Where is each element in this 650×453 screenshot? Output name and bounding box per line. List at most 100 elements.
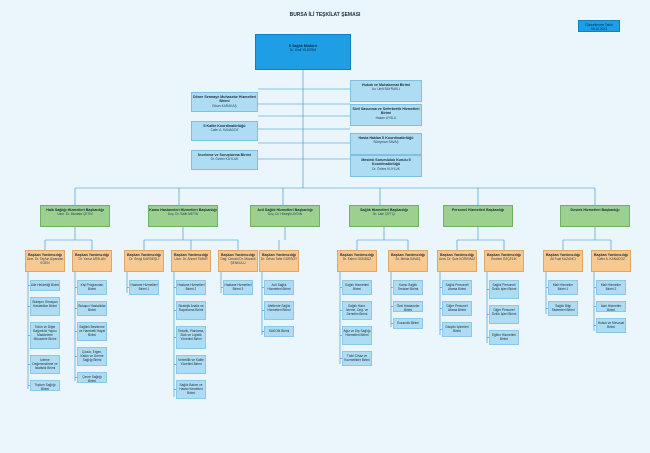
deputy-box-title: Başkan Yardımcılığı [221,253,255,257]
unit-label: Toplum Sağlığı Birimi [34,382,56,391]
staff-unit-right-name: Süleyman SAVAŞ [373,140,399,145]
unit-label: Hastane Hizmetleri Birimi 2 [177,282,205,291]
unit-label: Bulaşıcı Olmayan Hastalıklar Birimi [32,299,58,308]
department-box-title: Personel Hizmetleri Başkanlığı [451,208,505,212]
deputy-box-name: Dr. Sevgi KARDEŞLİ [129,257,159,262]
department-box-name: Dr. Lale ÇİFTÇİ [372,212,396,217]
deputy-box-title: Başkan Yardımcılığı [28,253,62,257]
staff-unit-right-title: Hasta Hakları İl Koordinatörlüğü [358,136,414,140]
unit-box: Ağız ve Diş Sağlığı Hizmetleri Birimi [342,326,372,345]
unit-label: Sağlık Hizm. İzleme, Değ. ve Denetim Bir… [345,303,369,316]
department-box-title: Acil Sağlık Hizmetleri Başkanlığı [257,208,313,212]
unit-box: Diğer Personel Özlük İşleri Birimi [489,305,519,324]
deputy-box-title: Başkan Yardımcılığı [262,253,296,257]
unit-label: Tıbbi Cihaz ve Kozmetikler Birimi [344,353,370,362]
unit-label: Ağız ve Diş Sağlığı Hizmetleri Birimi [343,328,371,337]
unit-box: Sağlık Hizmetleri Birimi [342,280,372,295]
unit-label: Mali Hizmetler Birimi 2 [600,282,622,291]
unit-label: Diğer Personel Özlük İşleri Birimi [491,307,517,316]
director-title: İl Sağlık Müdürü [289,44,317,48]
staff-unit-right: Sivil Savunma ve Seferberlik Hizmetleri … [350,104,422,126]
department-box-title: Destek Hizmetleri Başkanlığı [570,208,620,212]
unit-box: Bulaşıcı Olmayan Hastalıklar Birimi [30,297,60,316]
deputy-box-name: Cafer A. KANADOZ [597,257,625,262]
unit-box: Çevre Sağlığı Birimi [77,372,107,383]
deputy-box-title: Başkan Yardımcılığı [174,253,208,257]
deputy-box-title: Başkan Yardımcılığı [340,253,374,257]
unit-label: Kamu Sağlık Tesisleri Birimi [397,282,419,291]
unit-label: Hastane Hizmetleri Birimi 1 [130,282,158,291]
unit-label: Sağlık Bilgi Sistemleri Birimi [551,303,575,312]
deputy-box-title: Başkan Yardımcılığı [127,253,161,257]
update-badge: Güncellenme Tarihi 09.10.2023 [578,20,620,32]
update-date: 09.10.2023 [591,26,607,31]
unit-box: Tütün ve Diğer Bağımlılık Yapıcı Maddele… [30,322,60,349]
unit-box: Sağlık Bakım ve Hasta Hizmetleri Birimi [176,380,206,399]
unit-label: Mali Hizmetler Birimi 1 [552,282,574,291]
deputy-box-name: Ali Fuat KAZANCI [550,257,576,262]
unit-label: Diğer Personel Atama Birimi [446,303,468,312]
deputy-box-name: Uzm. Dr. Şule KORKMAZ [438,257,476,262]
department-box-title: Halk Sağlığı Hizmetleri Başkanlığı [46,208,104,212]
unit-box: Sağlık Personeli Özlük İşleri Birimi [489,280,519,299]
unit-label: Çocuk, Ergen, Kadın ve Üreme Sağlığı Bir… [80,349,104,362]
unit-box: SAKOM Birimi [264,326,294,337]
department-box: Personel Hizmetleri Başkanlığı [443,205,513,227]
deputy-box-name: Dr. Melda SAVAŞ [395,257,421,262]
unit-label: Eğitim Hizmetleri Birimi [492,332,516,341]
unit-box: Disiplin İşlemleri Birimi [442,322,472,337]
unit-box: Bulaşıcı Hastalıklar Birimi [77,301,107,316]
unit-box: Verimlilik ve Kalite Yönetimi Birimi [176,355,206,374]
department-box-title: Kamu Hastaneleri Hizmetleri Başkanlığı [149,208,217,212]
deputy-box-title: Başkan Yardımcılığı [391,253,425,257]
unit-box: Mali Hizmetler Birimi 1 [548,280,578,295]
unit-box: Tedarik, Planlama, Stok ve Lojistik Yöne… [176,326,206,349]
staff-unit-right-name: Av. Ümit BAYRAKLI [372,87,400,92]
staff-unit-left-title: İl Kalite Koordinatörlüğü [203,124,246,128]
staff-unit-right: Mesleki Sorumluluk Kurulu İl Koordinatör… [350,155,422,177]
unit-label: İdari Hizmetler Birimi [600,303,622,312]
unit-box: Afetlerde Sağlık Hizmetleri Birimi [264,301,294,320]
deputy-box-name: Uzm. Dr. Tayfun Alparslan EGEN [26,257,64,266]
staff-unit-right-title: Sivil Savunma ve Seferberlik Hizmetleri … [352,107,420,116]
unit-box: Hukuk ve Mevzuat Birimi [596,318,626,333]
unit-box: Mali Hizmetler Birimi 2 [596,280,626,295]
unit-label: Aile Hekimliği Birimi [31,282,59,287]
deputy-box-name: Dağ. Cerrahi Dr. Mücahit ŞENKULU [220,257,256,266]
unit-box: Eğitim Hizmetleri Birimi [489,330,519,345]
unit-box: Hastane Hizmetleri Birimi 1 [129,280,159,295]
unit-label: Afetlerde Sağlık Hizmetleri Birimi [267,303,291,312]
deputy-box-name: Dr. Yavuz ARSLAN [78,257,106,262]
unit-box: Sağlık Bilgi Sistemleri Birimi [548,301,578,316]
director-name: Dr. Ümit YILDIRIM [289,48,317,53]
unit-label: Eczacılık Birimi [397,320,419,325]
unit-label: Verimlilik ve Kalite Yönetimi Birimi [178,357,204,366]
staff-unit-left-name: Erkan KARAKAŞ [212,103,237,108]
unit-box: Hastane Hizmetleri Birimi 2 [176,280,206,295]
unit-label: Disiplin İşlemleri Birimi [445,324,469,333]
unit-label: Hukuk ve Mevzuat Birimi [597,320,625,329]
deputy-box-title: Başkan Yardımcılığı [546,253,580,257]
unit-label: Bulaşıcı Hastalıklar Birimi [78,303,106,312]
unit-box: Hastane Hizmetleri Birimi 3 [223,280,253,295]
unit-box: Tıbbi Cihaz ve Kozmetikler Birimi [342,351,372,366]
unit-label: Sağlık Bakım ve Hasta Hizmetleri Birimi [179,382,203,395]
department-box-name: Doç. Dr. Salih METİN [167,212,199,217]
deputy-box-name: Dr. Fahrin GÜNDÜZ [342,257,372,262]
staff-unit-left-title: Döner Sermaye Muhasebe Hizmetleri Birimi [192,95,257,104]
